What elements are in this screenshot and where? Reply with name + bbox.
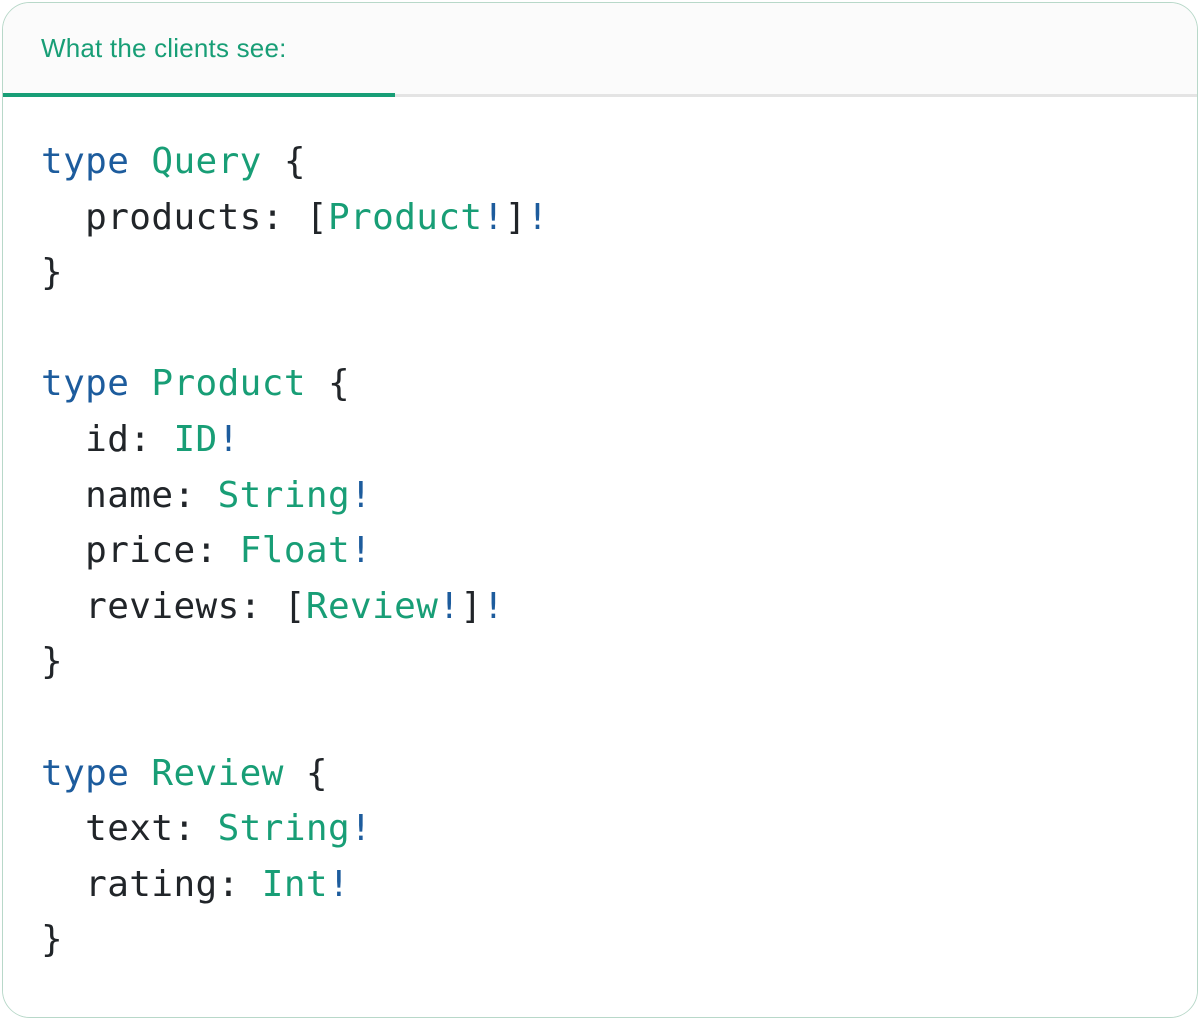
code-token-pl [129,753,151,794]
code-line [41,301,1177,357]
code-token-pl: { [261,141,306,182]
code-token-pl [129,141,151,182]
code-token-ty: String [217,474,351,516]
code-line: id: ID! [41,412,1177,468]
code-token-pl: } [41,641,64,683]
code-token-ty: ID [173,418,218,460]
code-token-bang: ! [438,585,461,627]
code-token-pl: products: [ [41,196,328,238]
code-token-bang: ! [350,530,373,572]
code-token-pl: ] [460,585,483,627]
code-token-bang: ! [526,196,549,238]
code-token-pl: name: [41,474,218,516]
code-token-ty: Int [261,863,328,905]
code-token-bang: ! [350,808,373,850]
code-line: rating: Int! [41,857,1177,913]
code-token-pl: price: [41,530,240,572]
code-token-pl: rating: [41,863,262,905]
code-token-pl: { [305,363,351,405]
code-token-ty: Product [151,363,306,405]
code-token-ty: Review [151,752,284,794]
active-tab-indicator [3,93,395,97]
code-token-pl: ] [504,196,527,238]
code-line: } [41,245,1177,301]
tab-clients-view[interactable]: What the clients see: [3,3,287,94]
code-token-pl [129,363,151,404]
code-line: name: String! [41,468,1177,524]
code-token-pl: reviews: [ [41,585,306,627]
code-token-pl: id: [41,418,174,460]
code-line: } [41,634,1177,690]
tab-strip: What the clients see: [3,3,1197,97]
code-block: type Query { products: [Product!]!} type… [3,97,1197,1017]
code-token-pl: } [41,252,64,294]
code-token-kw: type [41,141,130,182]
code-line: } [41,912,1177,968]
code-line: type Review { [41,746,1177,802]
code-token-bang: ! [482,585,505,627]
code-token-kw: type [41,363,130,405]
code-line: type Product { [41,356,1177,412]
code-token-pl: } [41,919,64,961]
code-token-pl: { [283,752,328,794]
code-line: reviews: [Review!]! [41,579,1177,635]
code-token-ty: String [217,808,351,850]
tab-clients-view-label: What the clients see: [41,33,287,63]
code-line [41,690,1177,746]
code-token-ty: Review [305,585,439,627]
code-line: type Query { [41,134,1177,190]
code-token-bang: ! [350,474,373,516]
code-token-bang: ! [482,196,505,238]
code-token-pl: text: [41,808,218,850]
code-token-ty: Query [151,141,262,182]
code-token-ty: Product [327,196,483,238]
code-line: text: String! [41,801,1177,857]
code-line: price: Float! [41,523,1177,579]
code-line: products: [Product!]! [41,190,1177,246]
code-token-bang: ! [327,863,351,905]
code-token-bang: ! [217,418,240,460]
code-token-ty: Float [239,530,351,572]
code-token-kw: type [41,752,130,794]
